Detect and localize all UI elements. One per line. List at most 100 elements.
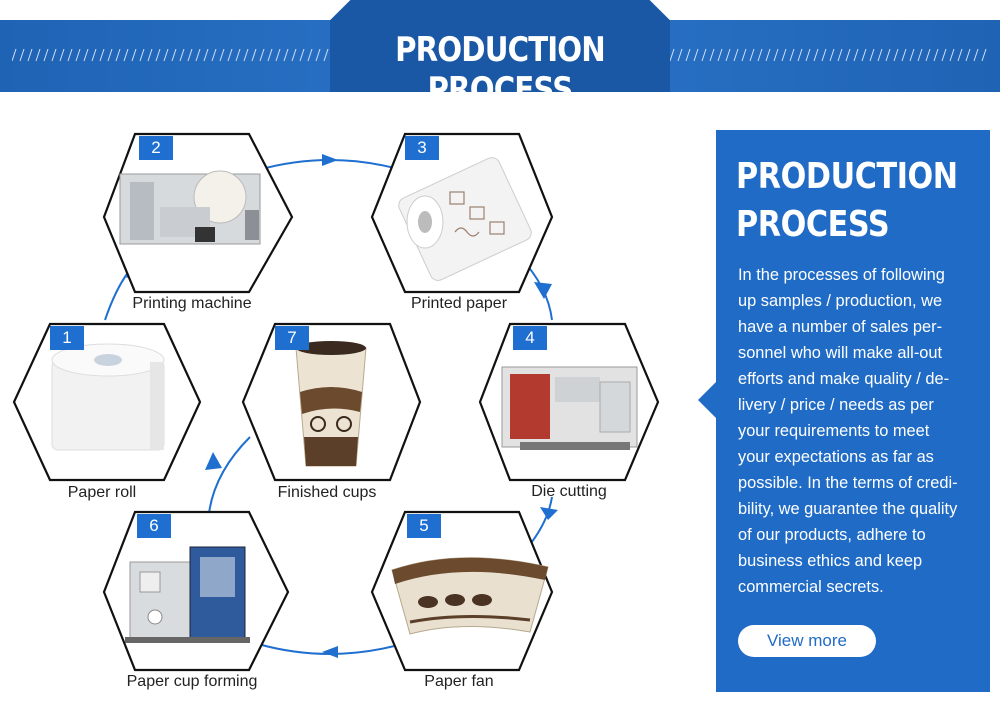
hatch-stroke	[284, 49, 288, 61]
hatch-stroke	[862, 49, 866, 61]
hatch-stroke	[790, 49, 794, 61]
arrowhead-4-to-5	[540, 507, 558, 520]
hatch-stroke	[694, 49, 698, 61]
panel-text-line: have a number of sales per-	[738, 314, 974, 340]
hatch-stroke	[156, 49, 160, 61]
hatch-stroke	[750, 49, 754, 61]
hatch-stroke	[172, 49, 176, 61]
finished-cup-image	[296, 341, 366, 466]
hatch-stroke	[252, 49, 256, 61]
hatch-stroke	[854, 49, 858, 61]
hatch-stroke	[36, 49, 40, 61]
hatch-stroke	[718, 49, 722, 61]
hatch-stroke	[670, 49, 674, 61]
hatch-stroke	[910, 49, 914, 61]
hatch-stroke	[878, 49, 882, 61]
hatch-stroke	[814, 49, 818, 61]
panel-title: PRODUCTION PROCESS	[736, 153, 938, 249]
hatch-stroke	[822, 49, 826, 61]
hatch-stroke	[308, 49, 312, 61]
hatch-stroke	[934, 49, 938, 61]
hatch-stroke	[92, 49, 96, 61]
hatch-stroke	[268, 49, 272, 61]
hatch-stroke	[966, 49, 970, 61]
panel-description: In the processes of following up samples…	[738, 262, 974, 600]
panel-text-line: livery / price / needs as per	[738, 392, 974, 418]
hatch-stroke	[124, 49, 128, 61]
hatch-stroke	[204, 49, 208, 61]
panel-title-line-2: PROCESS	[736, 201, 938, 249]
hatch-stroke	[942, 49, 946, 61]
die-cutting-machine-image	[502, 367, 637, 450]
process-diagram: 2 3 1 7 4 6 5 Printing machine Printed p…	[0, 92, 700, 717]
hatch-stroke	[766, 49, 770, 61]
hatch-stroke	[60, 49, 64, 61]
hatch-stroke	[678, 49, 682, 61]
page-title: PRODUCTION PROCESS	[354, 30, 646, 92]
hatch-stroke	[244, 49, 248, 61]
step-1-number: 1	[50, 326, 84, 350]
hatch-stroke	[742, 49, 746, 61]
paper-fan-image	[392, 558, 548, 634]
hatch-stroke	[958, 49, 962, 61]
hatch-stroke	[196, 49, 200, 61]
panel-text-line: your expectations as far as	[738, 444, 974, 470]
hatch-stroke	[974, 49, 978, 61]
hatch-stroke	[148, 49, 152, 61]
step-5-label: Paper fan	[424, 673, 493, 691]
arrowhead-3-to-4	[534, 282, 552, 299]
step-5-number: 5	[407, 514, 441, 538]
hatch-stroke	[734, 49, 738, 61]
hatch-stroke	[84, 49, 88, 61]
hatch-stroke	[838, 49, 842, 61]
header-hatch-right	[670, 48, 990, 62]
hatch-stroke	[260, 49, 264, 61]
hatch-stroke	[782, 49, 786, 61]
step-3-label: Printed paper	[411, 295, 507, 313]
hatch-stroke	[806, 49, 810, 61]
hatch-stroke	[116, 49, 120, 61]
hatch-stroke	[950, 49, 954, 61]
step-4-number: 4	[513, 326, 547, 350]
step-3-number: 3	[405, 136, 439, 160]
hatch-stroke	[212, 49, 216, 61]
hatch-stroke	[292, 49, 296, 61]
view-more-button[interactable]: View more	[738, 625, 876, 657]
panel-text-line: your requirements to meet	[738, 418, 974, 444]
hatch-stroke	[324, 49, 328, 61]
hatch-stroke	[830, 49, 834, 61]
hatch-stroke	[926, 49, 930, 61]
panel-text-line: sonnel who will make all-out	[738, 340, 974, 366]
arrowhead-2-to-3	[322, 154, 338, 166]
panel-title-line-1: PRODUCTION	[736, 153, 938, 201]
hatch-stroke	[870, 49, 874, 61]
arrowhead-6-to-7	[205, 452, 222, 470]
step-2-label: Printing machine	[132, 295, 251, 313]
header-banner: PRODUCTION PROCESS	[0, 0, 1000, 92]
step-4-label: Die cutting	[531, 483, 607, 501]
hatch-stroke	[12, 49, 16, 61]
hatch-stroke	[28, 49, 32, 61]
panel-text-line: possible. In the terms of credi-	[738, 470, 974, 496]
panel-text-line: of our products, adhere to	[738, 522, 974, 548]
hatch-stroke	[236, 49, 240, 61]
hatch-stroke	[276, 49, 280, 61]
step-7-number: 7	[275, 326, 309, 350]
hatch-stroke	[220, 49, 224, 61]
hatch-stroke	[886, 49, 890, 61]
panel-pointer	[698, 380, 718, 420]
hatch-stroke	[300, 49, 304, 61]
hatch-stroke	[846, 49, 850, 61]
panel-text-line: In the processes of following	[738, 262, 974, 288]
step-6-number: 6	[137, 514, 171, 538]
hatch-stroke	[902, 49, 906, 61]
hatch-stroke	[894, 49, 898, 61]
hatch-stroke	[726, 49, 730, 61]
hatch-stroke	[68, 49, 72, 61]
printing-machine-image	[120, 171, 260, 244]
step-2-number: 2	[139, 136, 173, 160]
hatch-stroke	[228, 49, 232, 61]
hatch-stroke	[180, 49, 184, 61]
hatch-stroke	[76, 49, 80, 61]
arrow-4-to-5	[528, 497, 552, 547]
